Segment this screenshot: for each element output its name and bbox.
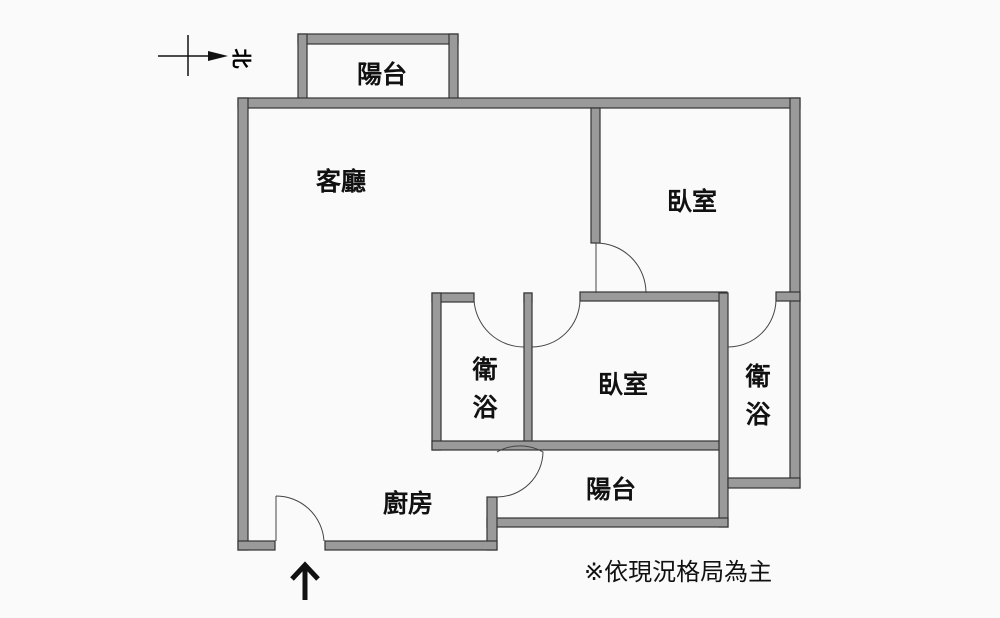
disclaimer-note: ※依現況格局為主 xyxy=(584,558,773,586)
entrance-arrow-icon xyxy=(290,561,320,600)
room-label-bath-left: 衛浴 xyxy=(470,351,500,427)
room-label-balcony-bottom: 陽台 xyxy=(585,475,637,504)
bath-left-char-2: 浴 xyxy=(472,393,498,422)
walls xyxy=(237,33,801,551)
bath-right-char-1: 衛 xyxy=(745,362,771,391)
doors xyxy=(275,242,777,542)
room-label-living-room: 客廳 xyxy=(315,167,367,196)
room-label-bath-right: 衛浴 xyxy=(743,358,773,434)
room-label-kitchen: 廚房 xyxy=(382,489,434,518)
bath-right-char-2: 浴 xyxy=(745,400,771,429)
bath-left-char-1: 衛 xyxy=(472,355,498,384)
north-label: 北 xyxy=(229,48,254,69)
compass-icon xyxy=(158,35,228,76)
room-label-bedroom-second: 臥室 xyxy=(597,370,649,399)
room-label-bedroom-main: 臥室 xyxy=(666,187,718,216)
room-label-balcony-top: 陽台 xyxy=(356,60,408,89)
